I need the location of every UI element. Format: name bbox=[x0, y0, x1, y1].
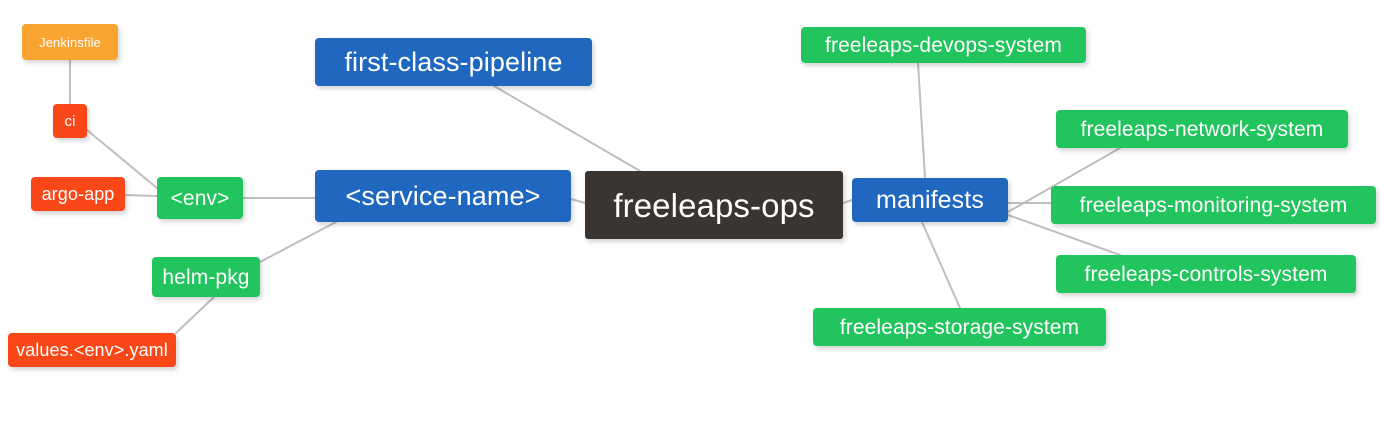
mindmap-node-service-name[interactable]: <service-name> bbox=[315, 170, 571, 222]
node-label: freeleaps-monitoring-system bbox=[1079, 193, 1348, 217]
node-label: first-class-pipeline bbox=[344, 46, 563, 77]
node-label: argo-app bbox=[41, 184, 115, 204]
node-label: freeleaps-controls-system bbox=[1084, 262, 1328, 286]
mindmap-node-jenkinsfile[interactable]: Jenkinsfile bbox=[22, 24, 118, 60]
edge-argo-app-to-env bbox=[124, 194, 158, 197]
edge-manifests-to-storage-system bbox=[921, 221, 961, 309]
mindmap-node-env[interactable]: <env> bbox=[157, 177, 243, 219]
node-label: values.<env>.yaml bbox=[16, 340, 168, 360]
node-label: ci bbox=[64, 112, 76, 130]
mindmap-node-storage-system[interactable]: freeleaps-storage-system bbox=[813, 308, 1106, 346]
mindmap-node-first-class-pipeline[interactable]: first-class-pipeline bbox=[315, 38, 592, 86]
edge-manifests-to-devops-system bbox=[917, 62, 926, 179]
edge-first-class-pipeline-to-freeleaps-ops bbox=[493, 85, 641, 172]
mindmap-node-controls-system[interactable]: freeleaps-controls-system bbox=[1056, 255, 1356, 293]
mindmap-node-helm-pkg[interactable]: helm-pkg bbox=[152, 257, 260, 297]
edge-values-yaml-to-helm-pkg bbox=[175, 296, 215, 334]
node-label: <service-name> bbox=[345, 180, 541, 211]
node-label: manifests bbox=[876, 185, 984, 214]
edge-freeleaps-ops-to-manifests bbox=[842, 199, 853, 204]
edge-helm-pkg-to-service-name bbox=[259, 221, 337, 263]
mindmap-node-freeleaps-ops[interactable]: freeleaps-ops bbox=[585, 171, 843, 239]
node-label: freeleaps-ops bbox=[613, 186, 815, 224]
mindmap-node-values-yaml[interactable]: values.<env>.yaml bbox=[8, 333, 176, 367]
node-label: Jenkinsfile bbox=[39, 34, 101, 50]
node-label: <env> bbox=[170, 186, 230, 210]
edge-service-name-to-freeleaps-ops bbox=[570, 198, 586, 204]
node-label: helm-pkg bbox=[162, 265, 250, 289]
mindmap-node-ci[interactable]: ci bbox=[53, 104, 87, 138]
node-label: freeleaps-devops-system bbox=[825, 33, 1062, 57]
mindmap-node-manifests[interactable]: manifests bbox=[852, 178, 1008, 222]
mindmap-node-monitoring-system[interactable]: freeleaps-monitoring-system bbox=[1051, 186, 1376, 224]
mindmap-node-network-system[interactable]: freeleaps-network-system bbox=[1056, 110, 1348, 148]
mindmap-node-devops-system[interactable]: freeleaps-devops-system bbox=[801, 27, 1086, 63]
mindmap-node-argo-app[interactable]: argo-app bbox=[31, 177, 125, 211]
node-label: freeleaps-network-system bbox=[1080, 117, 1324, 141]
node-label: freeleaps-storage-system bbox=[839, 315, 1080, 339]
